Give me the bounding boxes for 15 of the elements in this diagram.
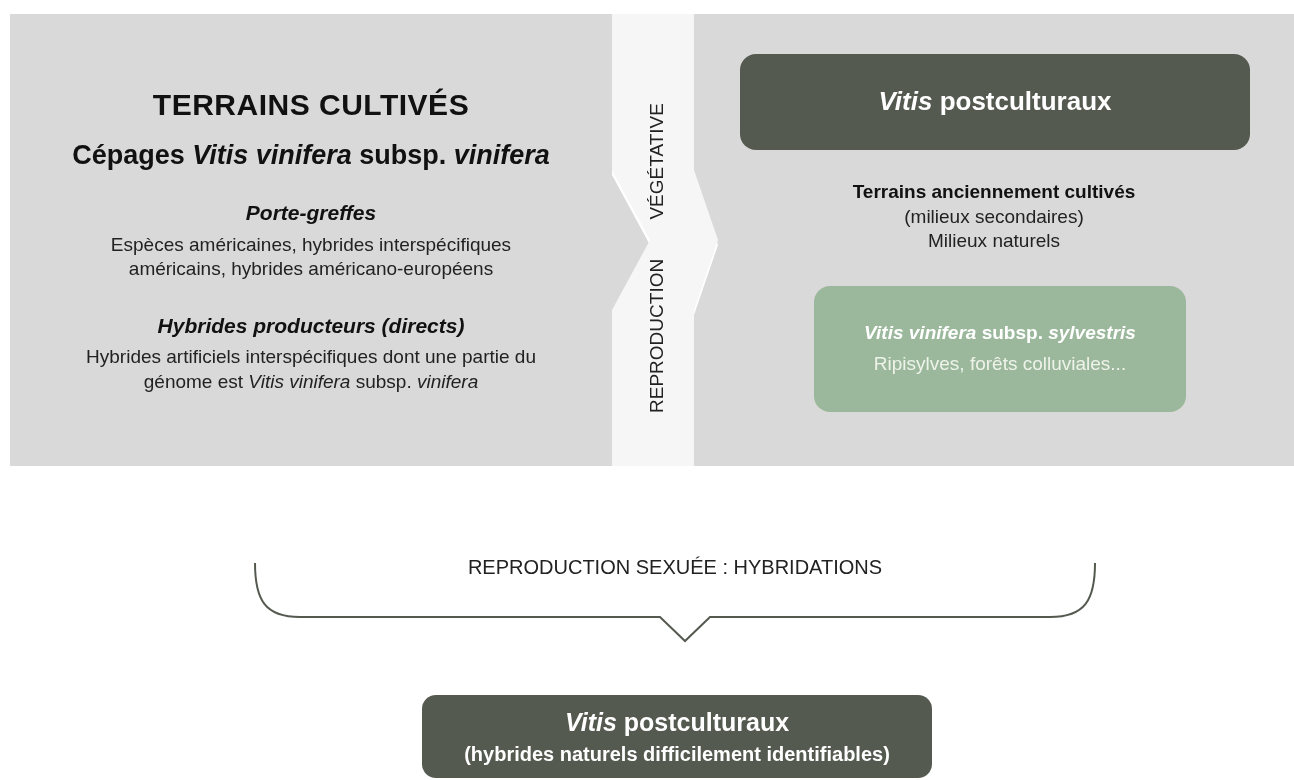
description: Hybrides producteurs (directs) — [157, 313, 465, 340]
rounded-box: Vitis postculturaux — [740, 54, 1250, 150]
chevron-arrow — [612, 14, 718, 466]
rounded-box: Vitis vinifera subsp. sylvestris Ripisylves, forêts colluviales... — [814, 286, 1186, 412]
bracket-label: REPRODUCTION SEXUÉE : HYBRIDATIONS — [467, 556, 883, 579]
edge-label: REPRODUCTION VÉGÉTATIVE — [646, 103, 668, 413]
description: Porte-greffes — [245, 200, 377, 227]
rounded-box: Vitis postculturaux (hybrides naturels difficilement identifiables) — [422, 695, 932, 778]
description: Espèces américaines, hybrides interspécifiques américains, hybrides américano-européens — [109, 232, 513, 282]
description: (milieux secondaires) — [904, 204, 1084, 229]
description: Hybrides artificiels interspécifiques dont une partie du génome est Vitis vinifera subsp. vinifera — [85, 345, 537, 395]
description: Cépages Vitis vinifera subsp. vinifera — [72, 139, 550, 173]
heading: Terrains anciennement cultivés — [852, 180, 1136, 204]
description: Milieux naturels — [928, 229, 1060, 254]
heading: TERRAINS CULTIVÉS — [152, 87, 470, 124]
